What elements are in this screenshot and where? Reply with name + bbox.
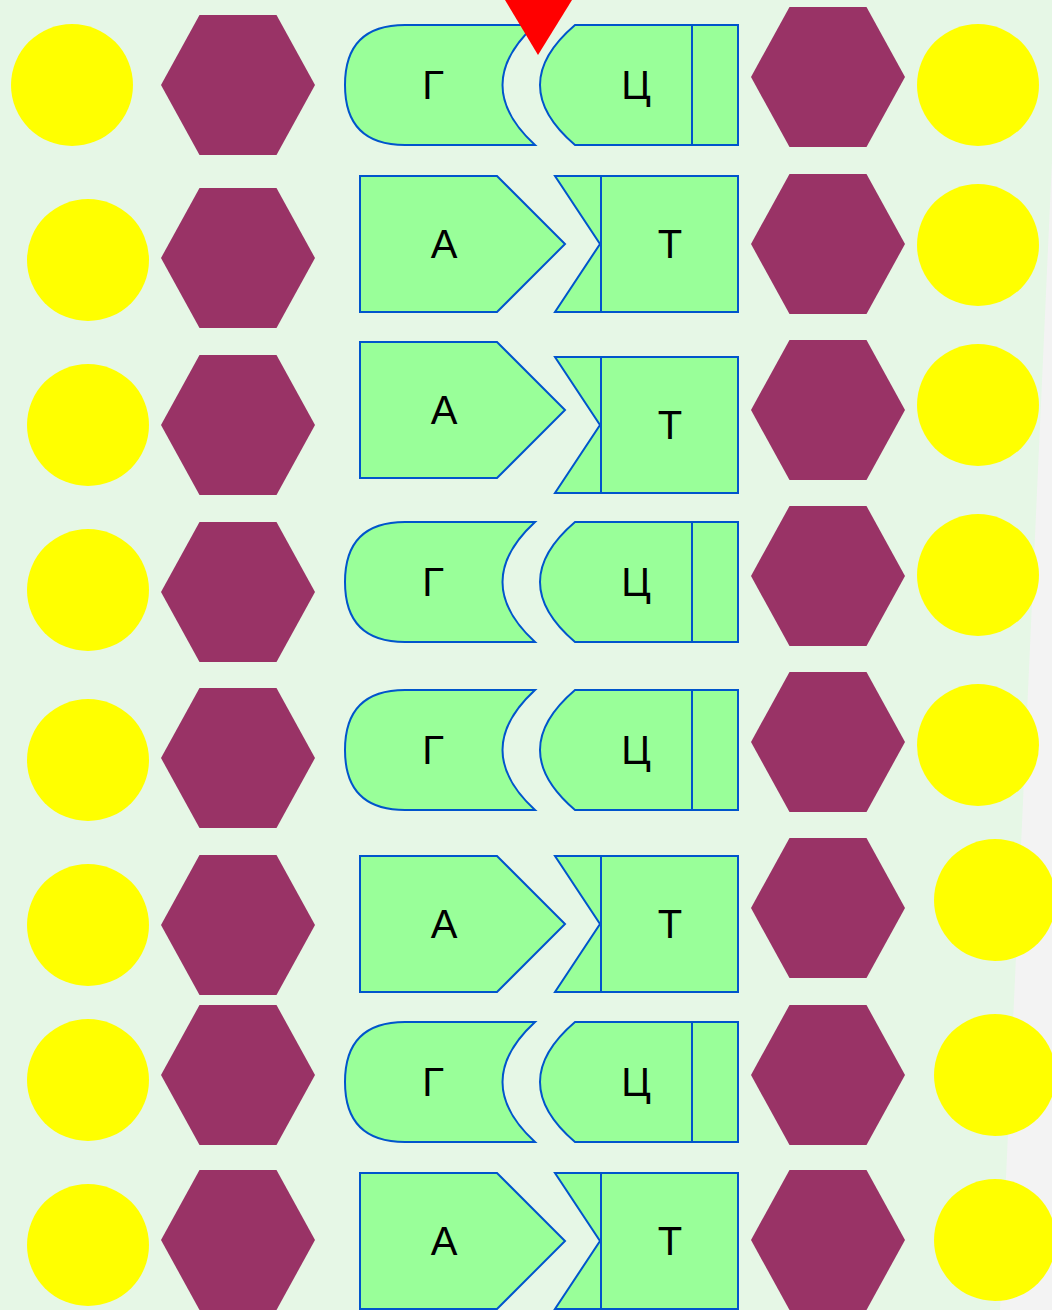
base-outline: [360, 1173, 565, 1309]
base-outline: [360, 176, 565, 312]
marker-layer: [0, 0, 1052, 60]
sugar-hexagon: [751, 1170, 905, 1310]
base-letter: Т: [658, 904, 682, 944]
base-letter: Т: [658, 1221, 682, 1261]
cytosine-base: Ц: [540, 1022, 738, 1142]
base-letter: Г: [422, 730, 444, 770]
sugar-hexagon: [161, 188, 315, 328]
sugar-hexagon: [751, 174, 905, 314]
base-outline: [555, 1173, 738, 1309]
sugar-hexagon: [161, 1005, 315, 1145]
sugar-hexagon: [751, 7, 905, 147]
cytosine-base: Ц: [540, 690, 738, 810]
base-letter: Г: [422, 562, 444, 602]
cytosine-base: Ц: [540, 25, 738, 145]
sugar-hexagon: [751, 506, 905, 646]
sugar-hexagon: [751, 1005, 905, 1145]
thymine-base: Т: [555, 176, 738, 312]
guanine-base: Г: [345, 690, 540, 810]
sugar-hexagon: [161, 355, 315, 495]
adenine-base: А: [360, 1173, 565, 1309]
base-letter: А: [431, 224, 458, 264]
base-letter: А: [431, 904, 458, 944]
base-letter: А: [431, 390, 458, 430]
base-letter: Ц: [621, 65, 651, 105]
base-letter: А: [431, 1221, 458, 1261]
adenine-base: А: [360, 856, 565, 992]
guanine-base: Г: [345, 522, 540, 642]
base-letter: Г: [422, 65, 444, 105]
thymine-base: Т: [555, 856, 738, 992]
sugar-hexagon: [161, 522, 315, 662]
guanine-base: Г: [345, 1022, 540, 1142]
thymine-base: Т: [555, 357, 738, 493]
base-letter: Т: [658, 224, 682, 264]
red-marker: [505, 0, 572, 55]
sugar-hexagon: [751, 838, 905, 978]
base-letter: Г: [422, 1062, 444, 1102]
base-letter: Ц: [621, 730, 651, 770]
sugar-hexagon: [161, 1170, 315, 1310]
sugar-hexagon: [751, 672, 905, 812]
sugar-hexagons: [161, 7, 905, 1310]
thymine-base: Т: [555, 1173, 738, 1309]
cytosine-base: Ц: [540, 522, 738, 642]
base-letter: Т: [658, 405, 682, 445]
base-outline: [555, 176, 738, 312]
base-letter: Ц: [621, 1062, 651, 1102]
guanine-base: Г: [345, 25, 540, 145]
base-outline: [555, 856, 738, 992]
base-outline: [555, 357, 738, 493]
sugar-hexagon: [161, 855, 315, 995]
base-outline: [360, 856, 565, 992]
adenine-base: А: [360, 176, 565, 312]
adenine-base: А: [360, 342, 565, 478]
sugar-hexagon: [161, 688, 315, 828]
sugar-hexagon: [161, 15, 315, 155]
base-letter: Ц: [621, 562, 651, 602]
base-outline: [360, 342, 565, 478]
phosphate-circles: [11, 24, 1052, 1306]
sugar-hexagon: [751, 340, 905, 480]
